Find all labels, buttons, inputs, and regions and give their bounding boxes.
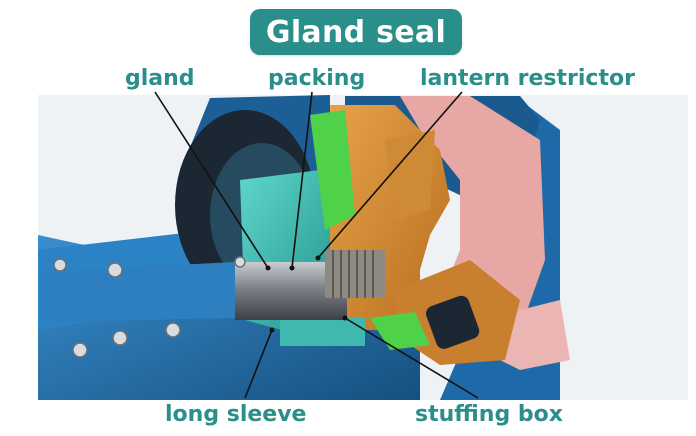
leader-lantern-restrictor — [317, 91, 463, 259]
leader-long-sleeve — [244, 329, 273, 399]
diagram-title: Gland seal — [250, 9, 462, 55]
leader-packing — [291, 91, 313, 269]
packing-upper — [310, 110, 355, 230]
label-long-sleeve: long sleeve — [165, 402, 307, 427]
liner — [400, 96, 545, 350]
leader-stuffing-box — [344, 317, 479, 399]
shaft-thread — [325, 250, 385, 298]
label-gland: gland — [125, 66, 195, 91]
stuffing-box-part — [280, 318, 365, 346]
label-packing: packing — [268, 66, 366, 91]
label-lantern-restrictor: lantern restrictor — [420, 66, 635, 91]
leader-gland — [154, 91, 269, 269]
packing-lower — [370, 312, 430, 350]
label-stuffing-box: stuffing box — [415, 402, 563, 427]
